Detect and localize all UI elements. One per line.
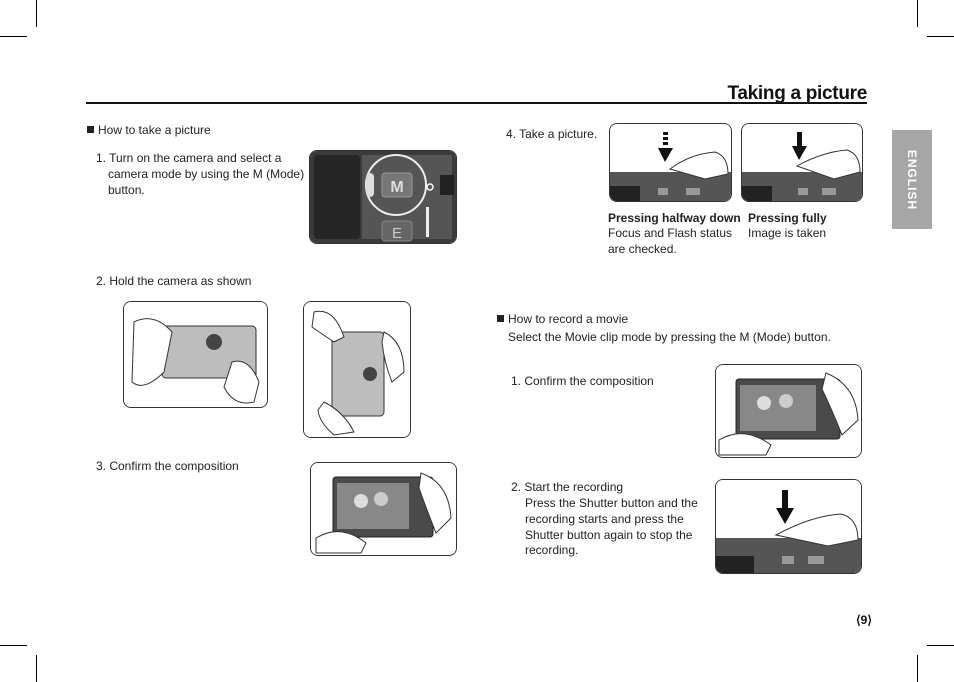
crop-mark [0, 645, 27, 646]
movie-step2-line5: recording. [525, 543, 579, 557]
crop-mark [36, 655, 37, 682]
mode-m-label: M [390, 179, 403, 196]
step1-line3: button. [108, 183, 145, 197]
movie-intro: Select the Movie clip mode by pressing t… [508, 330, 831, 344]
fully-line1: Image is taken [748, 226, 827, 240]
title-rule [86, 102, 867, 104]
step4-text: 4. Take a picture. [506, 127, 598, 141]
hold-camera-portrait-image [303, 301, 411, 438]
press-fully-image [741, 123, 863, 202]
crop-mark [927, 645, 954, 646]
section-heading-picture: How to take a picture [98, 123, 211, 137]
movie-step2-line2: Press the Shutter button and the [525, 496, 698, 510]
step1-line2: camera mode by using the M (Mode) [108, 167, 305, 181]
bullet-square [497, 315, 504, 322]
movie-step2-line3: recording starts and press the [525, 512, 684, 526]
page-title: Taking a picture [727, 83, 868, 104]
crop-mark [0, 36, 27, 37]
section-heading-movie: How to record a movie [508, 312, 629, 326]
halfway-heading: Pressing halfway down [608, 211, 741, 225]
halfway-line2: are checked. [608, 242, 677, 256]
language-tab-label: ENGLISH [905, 149, 919, 210]
step2-text: 2. Hold the camera as shown [96, 274, 252, 288]
mode-e-label: E [392, 225, 402, 242]
confirm-composition-image [310, 462, 457, 556]
mode-button-image: M E [309, 150, 457, 244]
hold-camera-landscape-image [123, 301, 268, 408]
press-halfway-image [609, 123, 732, 202]
movie-step2-line1: 2. Start the recording [511, 480, 624, 494]
crop-mark [917, 0, 918, 27]
crop-mark [36, 0, 37, 27]
bullet-square [87, 126, 94, 133]
fully-heading: Pressing fully [748, 211, 827, 225]
step3-text: 3. Confirm the composition [96, 459, 239, 473]
movie-composition-image [715, 364, 862, 458]
page-number: ⟨9⟩ [856, 613, 873, 627]
language-tab: ENGLISH [892, 130, 932, 229]
crop-mark [917, 655, 918, 682]
crop-mark [927, 36, 954, 37]
halfway-line1: Focus and Flash status [608, 226, 733, 240]
step1-line1: 1. Turn on the camera and select a [96, 151, 282, 165]
movie-step1-text: 1. Confirm the composition [511, 374, 654, 388]
movie-record-image [715, 479, 862, 574]
movie-step2-line4: Shutter button again to stop the [525, 528, 693, 542]
